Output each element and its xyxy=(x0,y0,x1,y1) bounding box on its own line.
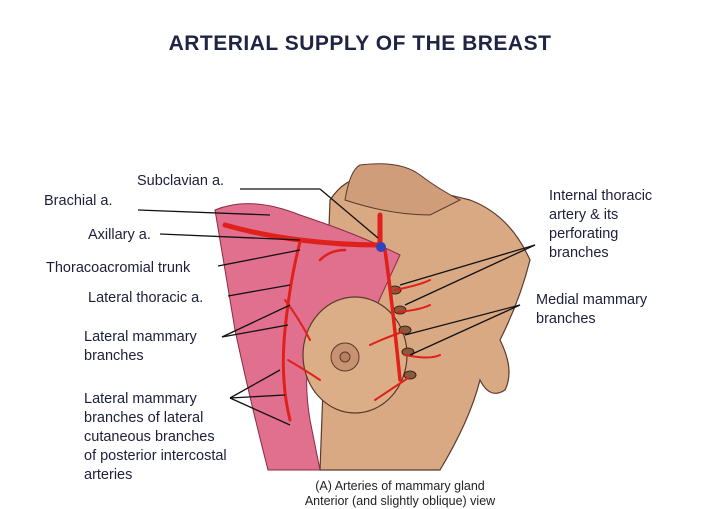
label-medial-mammary: Medial mammary branches xyxy=(536,291,647,329)
caption-line-2: Anterior (and slightly oblique) view xyxy=(304,494,496,508)
label-line: Internal thoracic xyxy=(549,188,653,204)
label-line: Medial mammary xyxy=(536,292,648,308)
caption-line-1: (A) Arteries of mammary gland xyxy=(315,479,485,493)
label-thoracoacromial: Thoracoacromial trunk xyxy=(46,260,191,276)
label-line: arteries xyxy=(84,467,133,483)
label-line: Lateral mammary xyxy=(84,391,197,407)
label-line: of posterior intercostal xyxy=(84,448,227,464)
label-lateral-thoracic: Lateral thoracic a. xyxy=(88,290,204,306)
neck xyxy=(344,163,462,216)
label-line: branches xyxy=(549,245,609,261)
label-line: cutaneous branches xyxy=(84,429,215,445)
label-line: perforating xyxy=(549,226,619,242)
label-line: branches xyxy=(84,348,144,364)
label-line: branches of lateral xyxy=(84,410,204,426)
nipple xyxy=(339,351,351,363)
label-line: branches xyxy=(536,311,596,327)
label-subclavian: Subclavian a. xyxy=(137,173,225,189)
caption: (A) Arteries of mammary gland Anterior (… xyxy=(250,479,550,509)
label-brachial: Brachial a. xyxy=(44,193,113,209)
label-line: Lateral mammary xyxy=(84,329,197,345)
label-internal-thoracic: Internal thoracic artery & its perforati… xyxy=(549,187,652,263)
label-lateral-mammary-intercostal: Lateral mammary branches of lateral cuta… xyxy=(84,390,227,485)
vein-marker xyxy=(376,242,386,252)
arteries xyxy=(222,212,441,422)
label-line: artery & its xyxy=(549,207,619,223)
label-axillary: Axillary a. xyxy=(88,227,151,243)
leader-lines xyxy=(137,188,536,426)
diagram-title: ARTERIAL SUPPLY OF THE BREAST xyxy=(168,32,552,55)
label-lateral-mammary: Lateral mammary branches xyxy=(84,328,197,366)
